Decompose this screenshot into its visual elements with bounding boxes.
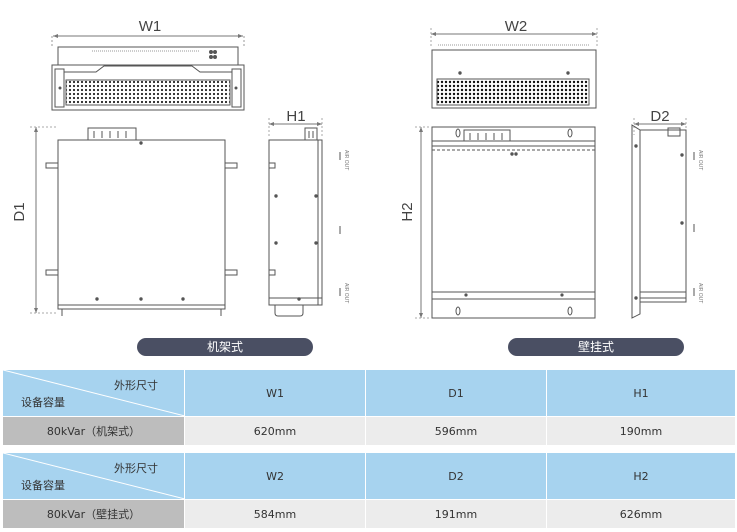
dimension-drawing: W1 D1 H1 W2 H2 D2 AIR OUT AIR OUT AIR OU… [11,18,703,319]
table-header-cell: W2 [184,452,366,500]
corner-label-dimensions: 外形尺寸 [114,462,158,475]
rack-front-view [51,34,245,111]
table-header-row: 外形尺寸 设备容量 W2 D2 H2 [2,452,736,500]
table-header-cell: H1 [546,369,736,417]
rack-side-view [268,118,341,317]
corner-label-dimensions: 外形尺寸 [114,379,158,392]
dimension-label-h2: H2 [399,202,416,221]
corner-diagonal-line [3,453,185,499]
airout-label: AIR OUT [343,150,349,170]
corner-diagonal-line [3,370,185,416]
table-cell: 620mm [184,416,366,446]
wall-front-view [430,28,598,109]
corner-label-capacity: 设备容量 [21,396,65,409]
airout-label: AIR OUT [697,283,703,303]
row-label: 80kVar（壁挂式） [2,499,185,529]
table-cell: 190mm [546,416,736,446]
table-header-cell: D2 [365,452,547,500]
table-cell: 191mm [365,499,547,529]
corner-label-capacity: 设备容量 [21,479,65,492]
dimension-label-w2: W2 [505,18,528,35]
table-corner-cell: 外形尺寸 设备容量 [2,369,185,417]
table-header-cell: W1 [184,369,366,417]
dimension-label-h1: H1 [286,108,305,125]
row-label: 80kVar（机架式） [2,416,185,446]
wall-top-view [415,126,596,319]
wall-mount-caption: 壁挂式 [508,338,684,356]
table-cell: 596mm [365,416,547,446]
airout-label: AIR OUT [343,283,349,303]
wall-side-view [631,118,695,319]
dimension-label-d2: D2 [650,108,669,125]
table-cell: 626mm [546,499,736,529]
rack-mount-caption: 机架式 [137,338,313,356]
airout-label: AIR OUT [697,150,703,170]
table-row: 80kVar（机架式） 620mm 596mm 190mm [2,416,736,446]
table-row: 80kVar（壁挂式） 584mm 191mm 626mm [2,499,736,529]
table-header-cell: H2 [546,452,736,500]
spec-table: 外形尺寸 设备容量 W1 D1 H1 80kVar（机架式） 620mm 596… [2,369,736,529]
rack-top-view [30,126,238,316]
table-header-row: 外形尺寸 设备容量 W1 D1 H1 [2,369,736,417]
dimension-label-d1: D1 [11,202,28,221]
table-cell: 584mm [184,499,366,529]
table-header-cell: D1 [365,369,547,417]
table-corner-cell: 外形尺寸 设备容量 [2,452,185,500]
dimension-label-w1: W1 [139,18,162,35]
